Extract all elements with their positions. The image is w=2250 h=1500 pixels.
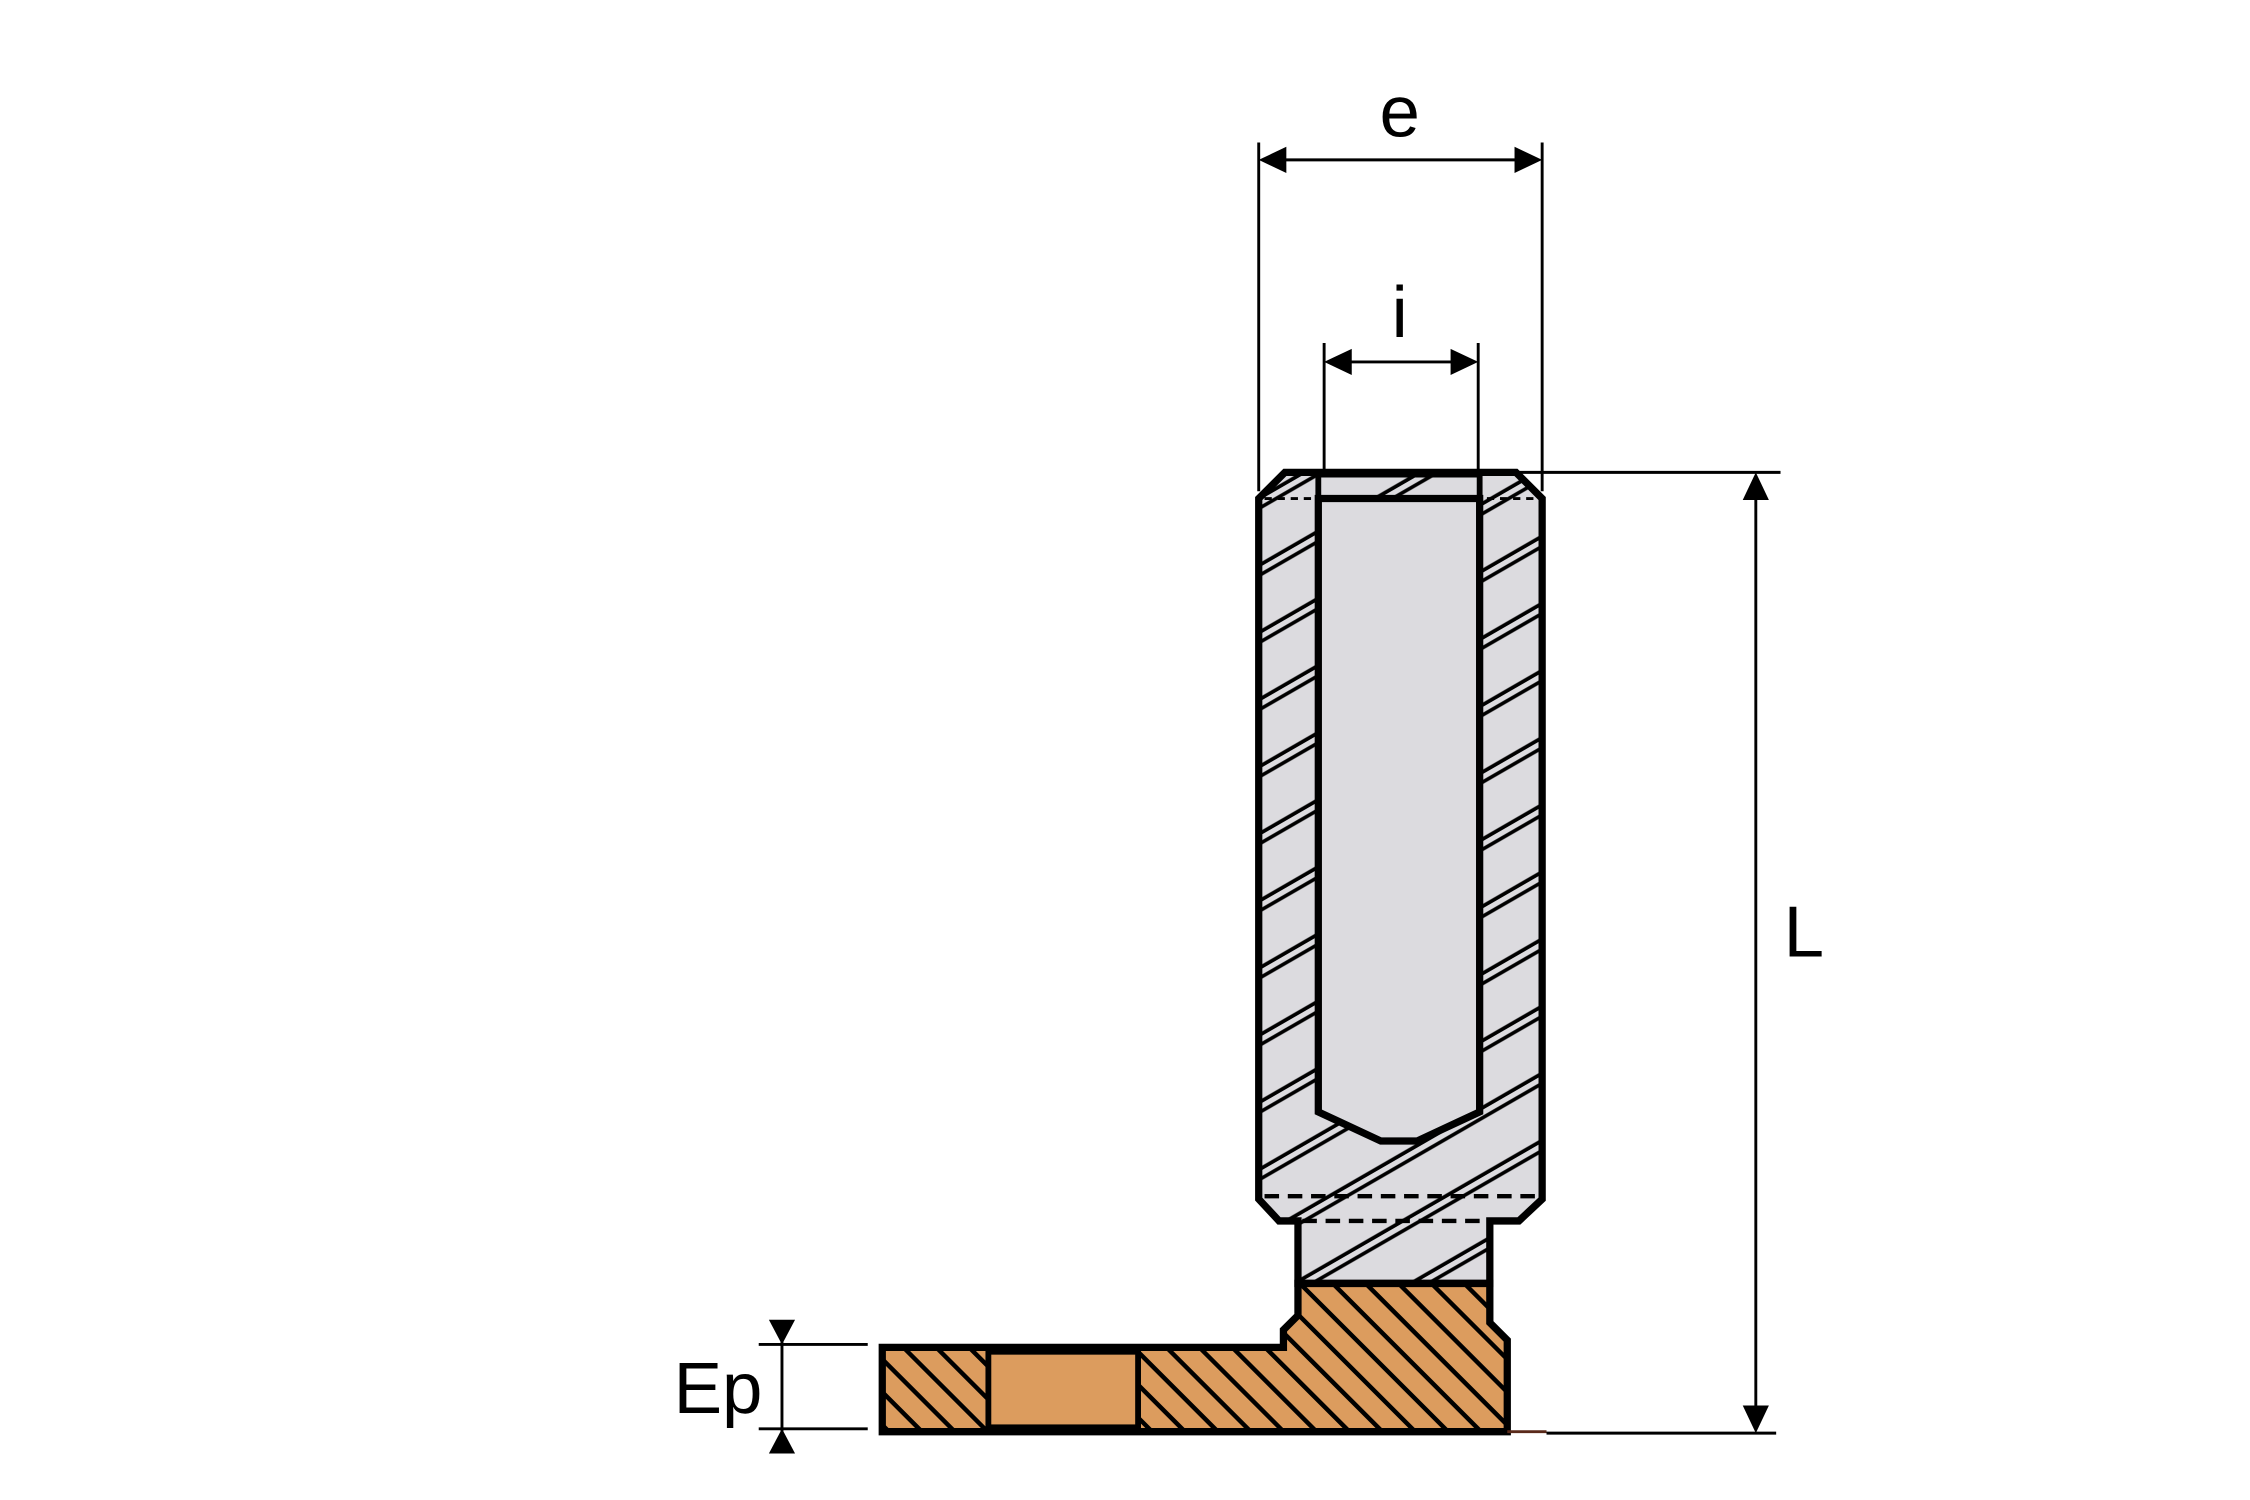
dimension-Ep: Ep [674, 1319, 868, 1454]
label-i: i [1392, 272, 1408, 353]
label-L: L [1784, 891, 1824, 972]
label-Ep: Ep [674, 1348, 763, 1429]
brass-base [878, 1279, 1547, 1436]
dimension-e: e [1257, 72, 1544, 492]
dimension-L: L [1511, 470, 1824, 1435]
mounting-hole [985, 1348, 1141, 1431]
label-e: e [1379, 72, 1419, 153]
threaded-sleeve [1255, 468, 1546, 1288]
internal-bore [1314, 494, 1484, 1145]
dimension-i: i [1322, 272, 1480, 473]
